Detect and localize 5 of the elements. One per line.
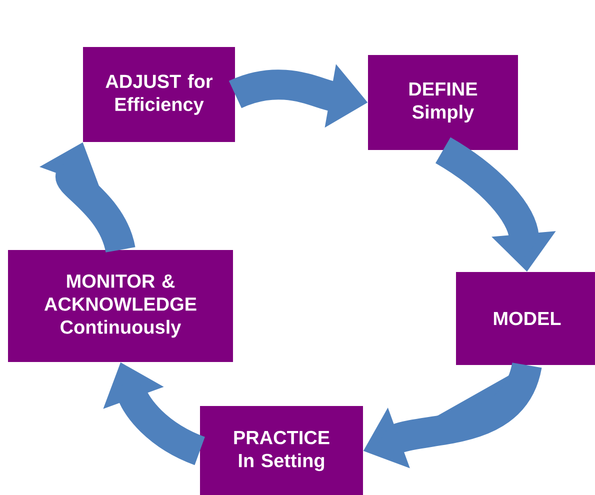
process-box: DEFINE Simply	[368, 55, 518, 150]
process-box: ADJUST for Efficiency	[83, 47, 235, 142]
process-box: MODEL	[456, 272, 595, 365]
process-box: MONITOR & ACKNOWLEDGE Continuously	[8, 250, 233, 362]
process-box: PRACTICE In Setting	[200, 406, 363, 495]
